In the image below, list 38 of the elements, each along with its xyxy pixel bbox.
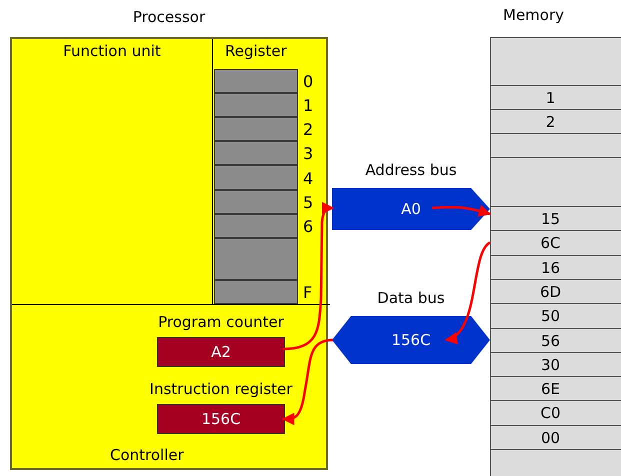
- bus-value: A0: [401, 200, 421, 218]
- memory-value: 16: [540, 258, 560, 276]
- memory-value: 6D: [540, 282, 562, 300]
- register-heading: Program counter: [157, 313, 285, 331]
- bus-value: 156C: [391, 331, 431, 349]
- bus-heading: Data bus: [376, 289, 446, 307]
- register-heading: Instruction register: [148, 380, 294, 398]
- arrow: [282, 202, 334, 350]
- memory-value: 1: [546, 88, 556, 106]
- memory-title: Memory: [503, 6, 564, 24]
- memory-value: 2: [546, 112, 556, 130]
- arrow: [444, 242, 491, 342]
- register-number: 6: [303, 217, 314, 236]
- processor-title: Processor: [132, 8, 206, 26]
- register-value: 156C: [201, 410, 241, 428]
- memory-value: 00: [540, 428, 560, 446]
- register-number: 5: [303, 193, 314, 212]
- region-heading: Register: [225, 42, 287, 60]
- region-heading: Function unit: [62, 42, 162, 60]
- memory-value: C0: [540, 404, 561, 422]
- memory-value: 6C: [540, 234, 561, 252]
- register-number: 3: [303, 144, 314, 163]
- memory-value: 15: [540, 210, 560, 228]
- memory-value: 6E: [540, 380, 560, 398]
- arrow: [282, 338, 334, 426]
- register-value: A2: [211, 343, 231, 361]
- register-number: 1: [303, 96, 314, 115]
- register-number: 2: [303, 120, 314, 139]
- memory-value: 56: [540, 332, 560, 350]
- bus-heading: Address bus: [364, 161, 458, 179]
- register-number: F: [303, 283, 312, 302]
- memory-value: 50: [540, 307, 560, 325]
- memory-value: 30: [540, 356, 560, 374]
- register-number: 0: [303, 72, 314, 91]
- region-heading: Controller: [110, 446, 184, 464]
- register-number: 4: [303, 169, 314, 188]
- register-cell: [214, 238, 298, 280]
- arrow: [432, 204, 492, 217]
